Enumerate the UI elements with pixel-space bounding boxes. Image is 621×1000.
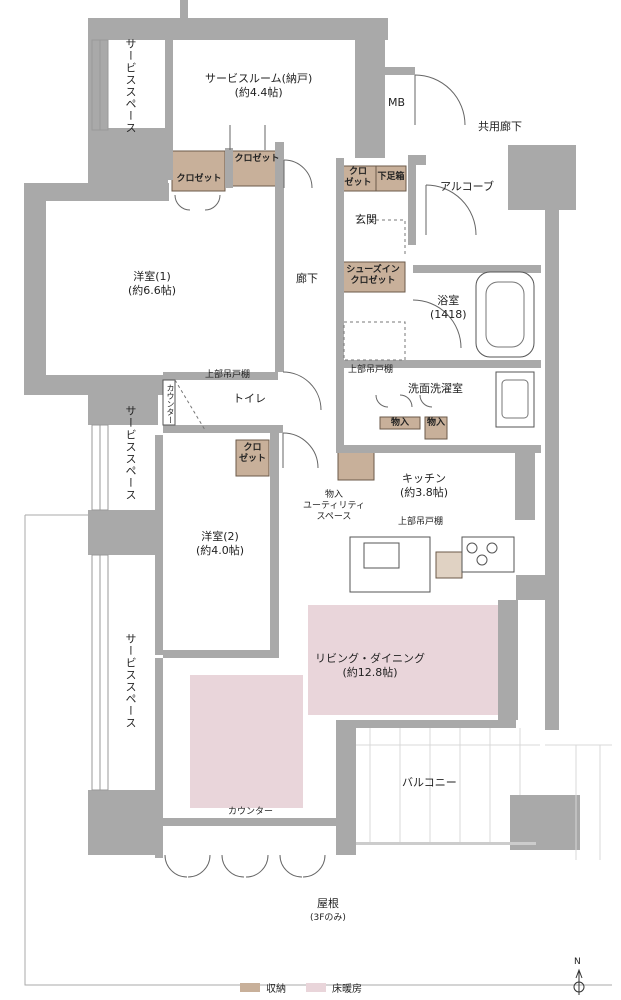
washroom-label: 洗面洗濯室 — [408, 382, 463, 395]
compass-north-label: N — [574, 957, 581, 967]
bath-label: 浴室 (1418) — [430, 294, 467, 321]
storage-fills — [171, 150, 463, 579]
counter-label-dining: カウンター — [228, 807, 274, 817]
alcove-label: アルコーブ — [440, 180, 495, 193]
roof-label: 屋根 (3Fのみ) — [310, 897, 346, 923]
utility-space-label: 物入 ユーティリティ スペース — [303, 490, 365, 522]
legend-heated-label: 床暖房 — [332, 984, 362, 995]
western-room-1-label: 洋室(1) (約6.6帖) — [128, 270, 177, 297]
hallway-label: 廊下 — [296, 272, 318, 285]
shoe-in-closet-label: シューズインクロゼット — [346, 265, 400, 286]
walls — [24, 0, 580, 858]
closet-small-label-entrance: クロゼット — [344, 167, 372, 188]
mb-label: MB — [388, 96, 406, 109]
toilet-label: トイレ — [233, 392, 266, 405]
upper-cabinet-label-kitchen: 上部吊戸棚 — [398, 517, 444, 527]
service-space-label-top: サービススペース — [124, 38, 137, 134]
north-compass — [573, 968, 585, 995]
kitchen-label: キッチン (約3.8帖) — [400, 472, 449, 499]
closet-label-b: クロゼット — [234, 154, 280, 164]
balcony-label: バルコニー — [402, 776, 457, 789]
storage-label-wash-1: 物入 — [390, 418, 409, 428]
legend: 収納 床暖房 — [240, 980, 362, 995]
common-corridor-label: 共用廊下 — [478, 120, 522, 133]
shoe-rack-label: 下足箱 — [377, 172, 405, 182]
legend-storage-label: 収納 — [266, 984, 286, 995]
legend-heated-swatch — [306, 983, 326, 992]
counter-label-toilet: カウンター — [166, 384, 175, 424]
balcony-grid — [356, 728, 612, 860]
door-arcs — [164, 74, 477, 878]
closet-small-label-room2: クロゼット — [238, 443, 266, 464]
living-dining-label: リビング・ダイニング (約12.8帖) — [315, 652, 425, 679]
service-room-label: サービスルーム(納戸) (約4.4帖) — [205, 72, 313, 99]
closet-label-a: クロゼット — [176, 174, 222, 184]
floor-heating-area-living — [308, 605, 498, 715]
stove — [466, 542, 498, 566]
storage-label-wash-2: 物入 — [426, 418, 445, 428]
shoe-area-dashes — [174, 219, 406, 431]
entrance-label: 玄関 — [355, 213, 377, 226]
service-space-strips — [91, 39, 109, 791]
roof-outline — [24, 515, 612, 986]
legend-storage-swatch — [240, 983, 260, 992]
upper-cabinet-label-hall: 上部吊戸棚 — [348, 365, 394, 375]
western-room-2-label: 洋室(2) (約4.0帖) — [196, 530, 245, 557]
upper-cabinet-label-toilet: 上部吊戸棚 — [205, 370, 251, 380]
service-space-label-bottom: サービススペース — [124, 633, 137, 729]
service-space-label-middle: サービススペース — [124, 405, 137, 501]
floor-heating-area-dining — [190, 675, 303, 808]
